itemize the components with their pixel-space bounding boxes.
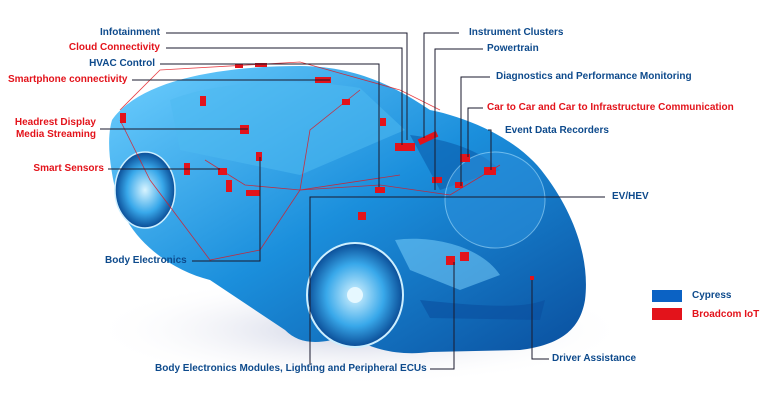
- label-cloud-connectivity: Cloud Connectivity: [68, 42, 160, 53]
- broadcom-modules: [120, 63, 534, 280]
- legend-label-cypress: Cypress: [692, 290, 732, 301]
- label-smart-sensors: Smart Sensors: [33, 163, 104, 174]
- leader-lines: [100, 32, 605, 370]
- rear-wheel: [114, 151, 176, 229]
- car-windows: [170, 82, 405, 175]
- label-car-to-car: Car to Car and Car to Infrastructure Com…: [487, 102, 734, 113]
- label-driver-assistance: Driver Assistance: [552, 353, 637, 364]
- label-instrument-clusters: Instrument Clusters: [469, 27, 564, 38]
- label-body-electronics-modules: Body Electronics Modules, Lighting and P…: [155, 363, 427, 374]
- label-smartphone-connectivity: Smartphone connectivity: [8, 74, 128, 85]
- label-powertrain: Powertrain: [487, 43, 539, 54]
- label-ev-hev: EV/HEV: [612, 191, 649, 202]
- engine-turbine: [444, 151, 546, 249]
- label-diagnostics: Diagnostics and Performance Monitoring: [496, 71, 692, 82]
- legend-swatch-broadcom: [652, 308, 682, 320]
- label-headrest-display: Headrest Display: [14, 117, 96, 128]
- label-infotainment: Infotainment: [100, 27, 160, 38]
- label-event-data-recorders: Event Data Recorders: [505, 125, 609, 136]
- label-body-electronics: Body Electronics: [105, 255, 187, 266]
- legend-label-broadcom: Broadcom IoT: [692, 309, 760, 320]
- label-media-streaming: Media Streaming: [15, 129, 96, 140]
- legend-swatch-cypress: [652, 290, 682, 302]
- label-hvac-control: HVAC Control: [89, 58, 155, 69]
